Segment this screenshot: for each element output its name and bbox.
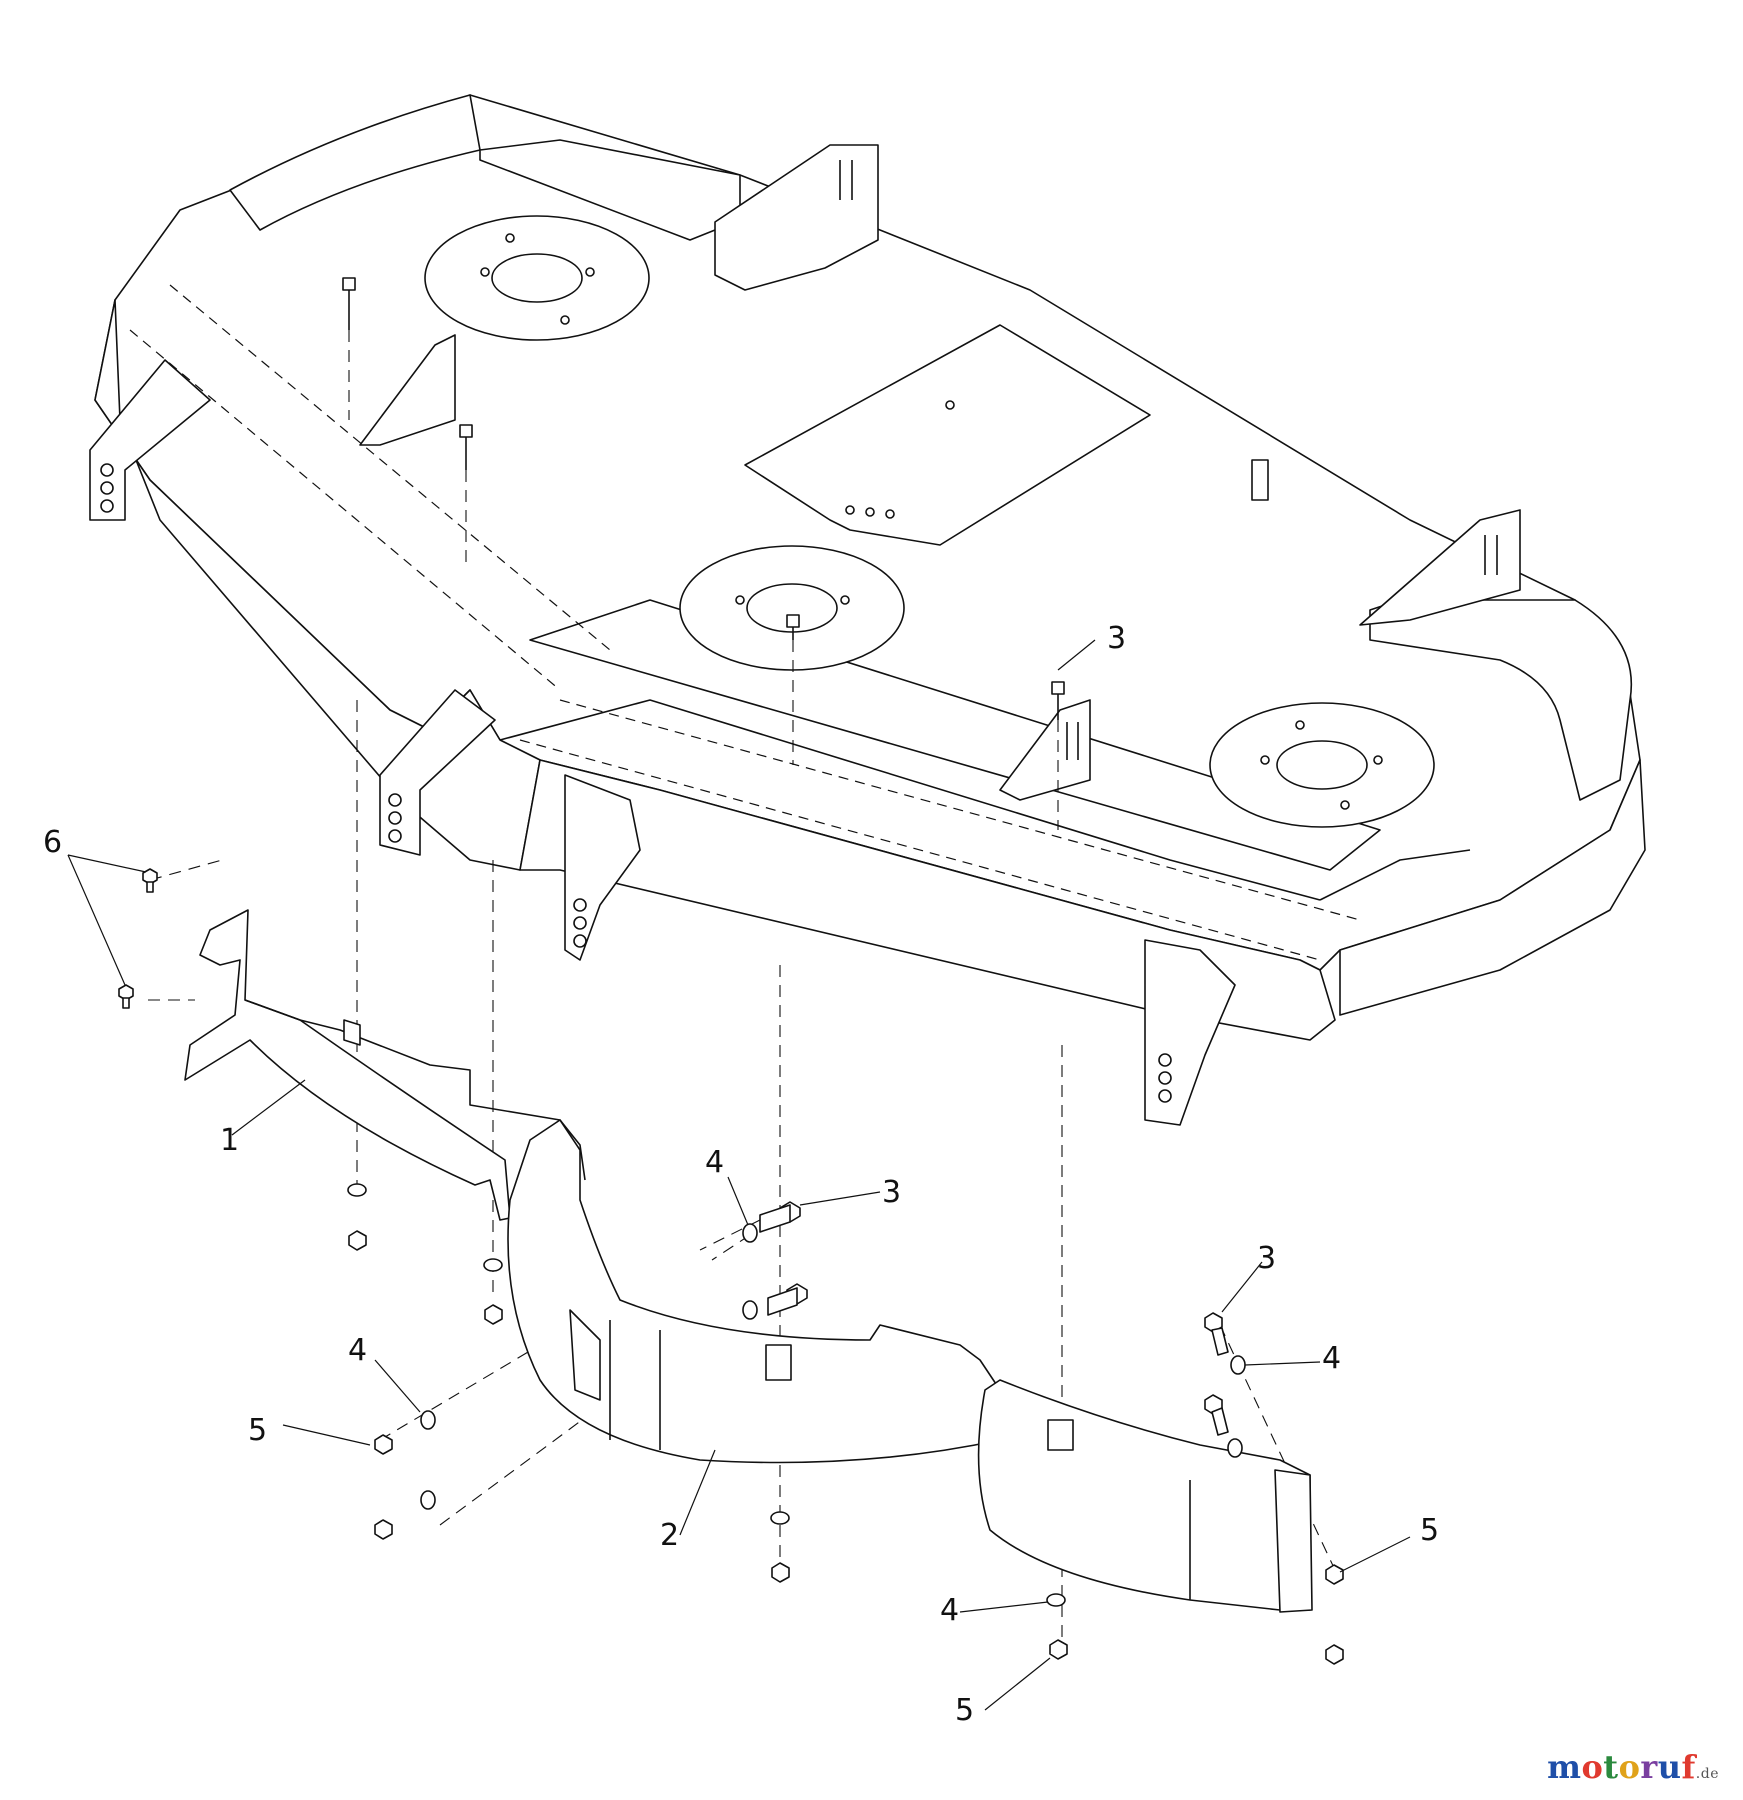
spindle-plate-left <box>424 215 650 341</box>
deck-bracket <box>89 144 1521 1126</box>
nut <box>348 1230 1344 1665</box>
baffle-1 <box>184 909 586 1221</box>
baffle-2 <box>507 1119 1001 1464</box>
watermark-letter: o <box>1581 1748 1604 1786</box>
callout-1: 1 <box>220 1123 239 1158</box>
watermark-letter: t <box>1603 1748 1619 1786</box>
callout-4-center: 4 <box>705 1145 724 1180</box>
watermark-letter: f <box>1681 1748 1696 1786</box>
callout-3-right: 3 <box>1257 1241 1276 1276</box>
callout-5-left: 5 <box>248 1413 267 1448</box>
callout-3-top: 3 <box>1107 621 1126 656</box>
callout-2: 2 <box>660 1518 679 1553</box>
callout-3-center: 3 <box>882 1175 901 1210</box>
spindle-plate-center <box>679 545 905 671</box>
watermark-suffix: .de <box>1695 1766 1719 1782</box>
watermark-logo: motoruf.de <box>1547 1748 1719 1786</box>
callout-6: 6 <box>43 825 62 860</box>
stud <box>118 868 158 1009</box>
callout-labels: 6 1 2 3 3 3 4 4 4 4 5 5 5 <box>43 621 1439 1728</box>
callout-4-right: 4 <box>1322 1341 1341 1376</box>
callout-4-bottom: 4 <box>940 1593 959 1628</box>
washer <box>347 1183 1246 1607</box>
belt-cover-plate <box>744 324 1151 546</box>
watermark-letter: u <box>1657 1748 1682 1786</box>
deck-bolt <box>342 277 1269 720</box>
spindle-plate-right <box>1209 702 1435 828</box>
watermark-letter: o <box>1618 1748 1641 1786</box>
baffle-3 <box>977 1379 1313 1613</box>
bolt <box>759 1201 1229 1436</box>
assembly-lines <box>148 330 1336 1640</box>
watermark-letter: r <box>1640 1748 1658 1786</box>
callout-5-bottom: 5 <box>955 1693 974 1728</box>
callout-4-left: 4 <box>348 1333 367 1368</box>
callout-5-right: 5 <box>1420 1513 1439 1548</box>
leader-lines <box>67 639 1411 1711</box>
watermark-letter: m <box>1547 1748 1582 1786</box>
